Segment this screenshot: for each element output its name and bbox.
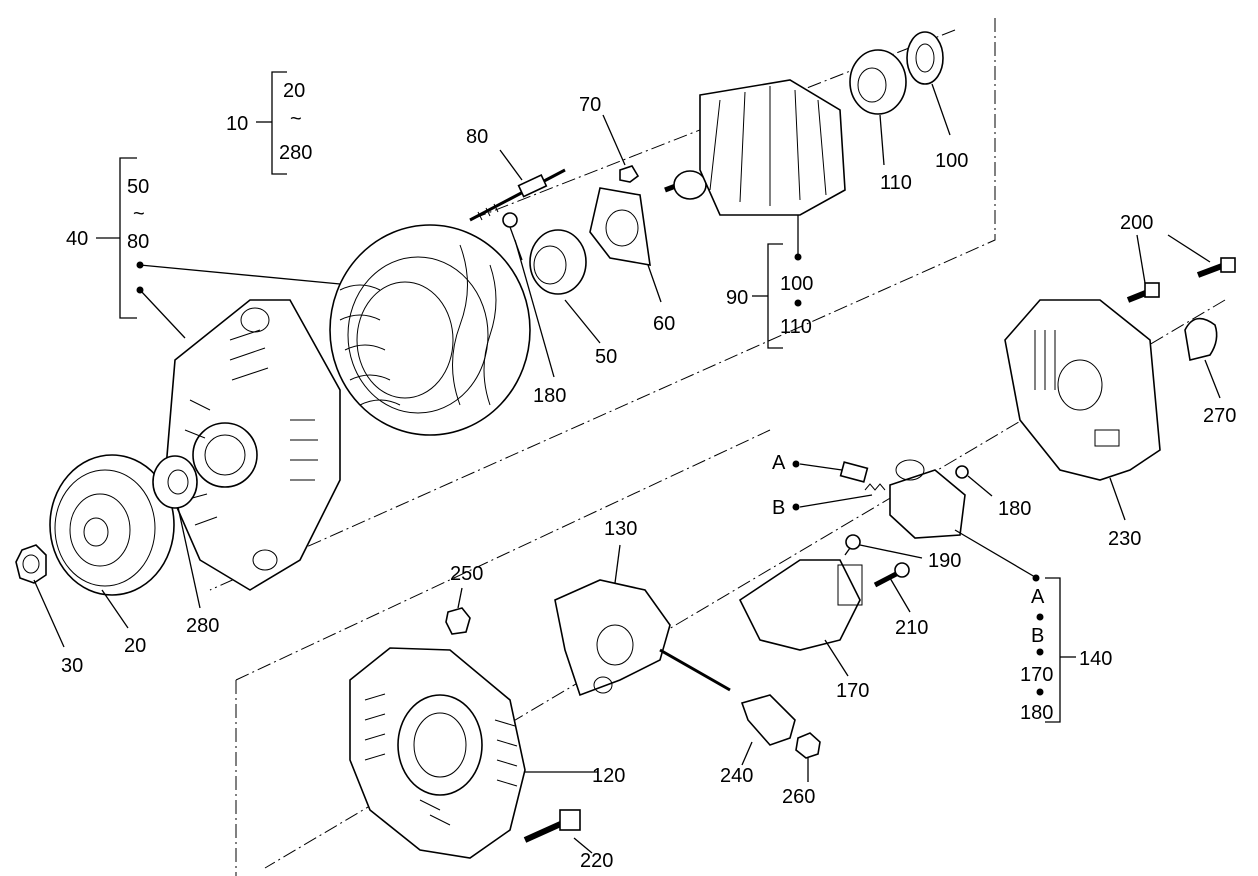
label-90: 90 [726,287,748,309]
pulley-nut [15,544,47,584]
label-200: 200 [1120,212,1153,234]
label-100-rotor: 100 [780,273,813,295]
rear-housing [349,647,526,859]
terminal-bolt [469,168,566,222]
rectifier [554,579,731,697]
label-110: 110 [880,172,912,194]
cover-bolt-right [1196,257,1236,278]
spacer-collar [152,455,198,509]
bullet-dots [136,253,1044,696]
label-100: 100 [935,150,968,172]
label-170-list: 170 [1020,664,1053,686]
terminal-nut [795,732,821,759]
label-280: 280 [186,615,219,637]
brush-spring [864,483,886,491]
rotor [664,79,846,216]
b-terminal-nut [445,607,471,635]
brush [839,461,869,483]
callout-labels: 10 20 ~ 280 40 50 ~ 80 80 70 60 50 180 1… [61,80,1236,872]
label-80-range: 80 [127,231,149,253]
stator [329,224,531,436]
label-30: 30 [61,655,83,677]
label-a: A [772,452,786,474]
label-230: 230 [1108,528,1141,550]
terminal-clip [1184,317,1218,361]
regulator [738,559,863,651]
label-b: B [772,497,785,519]
label-190: 190 [928,550,961,572]
regulator-screw-short [844,534,861,556]
label-270: 270 [1203,405,1236,427]
label-70: 70 [579,94,601,116]
label-20-range: 20 [283,80,305,102]
label-240: 240 [720,765,753,787]
label-tilde-1: ~ [290,108,302,130]
bearing-rear [849,49,907,115]
label-50-range: 50 [127,176,149,198]
label-170: 170 [836,680,869,702]
retainer-plate [589,187,651,266]
label-180-list: 180 [1020,702,1053,724]
label-b-list: B [1031,625,1044,647]
regulator-screw-long [873,562,910,588]
label-180-holder: 180 [998,498,1031,520]
brush-holder [889,459,966,539]
washer [906,31,944,85]
label-tilde-2: ~ [133,203,145,225]
label-60: 60 [653,313,675,335]
label-80: 80 [466,126,488,148]
assembly-dash-lines [209,18,1226,876]
holder-screw [955,465,969,479]
label-140: 140 [1079,648,1112,670]
label-220: 220 [580,850,613,872]
label-a-list: A [1031,586,1045,608]
label-120: 120 [592,765,625,787]
through-bolt [523,809,581,843]
leader-lines [33,71,1221,854]
label-40: 40 [66,228,88,250]
label-260: 260 [782,786,815,808]
front-housing [164,299,341,591]
label-110-rotor: 110 [780,316,812,338]
label-210: 210 [895,617,928,639]
label-280-range: 280 [279,142,312,164]
plate-screw [619,165,640,183]
bearing-front [529,229,587,295]
label-130: 130 [604,518,637,540]
insulator [740,694,796,746]
rear-cover [1004,299,1161,481]
label-180-stator: 180 [533,385,566,407]
label-10: 10 [226,113,248,135]
cover-bolt-left [1126,282,1160,303]
label-250: 250 [450,563,483,585]
pulley [49,454,175,596]
label-20: 20 [124,635,146,657]
label-50: 50 [595,346,617,368]
